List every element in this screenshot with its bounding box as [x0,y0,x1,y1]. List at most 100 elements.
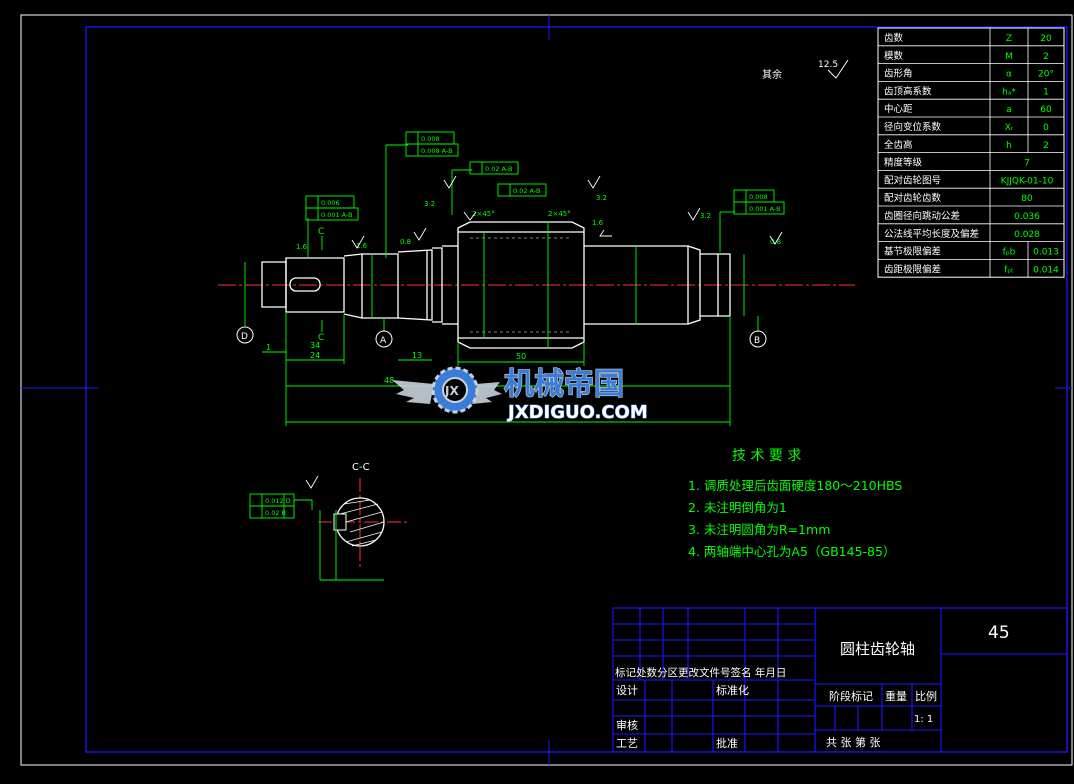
param-name: 齿数 [884,32,904,44]
param-name: 齿形角 [884,68,913,80]
param-name: 径向变位系数 [884,121,942,133]
tol-f4-a: 0.006 [321,199,340,207]
tb-scale: 1: 1 [914,714,933,725]
surface-roughness-note: 其余 12.5 [762,59,849,81]
dim-gear-width: 50 [516,352,526,361]
param-name: 齿圈径向跳动公差 [884,210,960,222]
datum-markers [236,326,767,348]
param-symbol: Xᵣ [1005,123,1014,133]
site-watermark-logo: JX 机械帝国 JXDIGUO.COM [392,366,648,424]
logo-wing-left [392,380,434,404]
sect-tol-1: 0.012 D [265,497,291,505]
param-value: 0.028 [1014,230,1040,240]
roughness-symbol [827,59,849,79]
tol-f1-a: 0.008 [421,135,440,143]
param-symbol: hₐ* [1002,87,1016,97]
param-symbol: Z [1006,34,1012,44]
param-symbol: h [1006,141,1012,151]
tol-f1-b: 0.008 A-B [421,147,453,155]
roughness-marks: 1.6 0.8 1.6 3.2 3.2 1.6 3.2 0.8 [296,194,781,251]
tol-f2: 0.02 A-B [485,165,512,173]
sheet-border [20,14,1073,766]
param-symbol: α [1006,70,1012,80]
tb-process: 工艺 [616,737,638,750]
sect-tol-2: 0.02 B [265,509,286,517]
param-name: 配对齿轮齿数 [884,192,942,204]
tech-req-item-1: 1. 调质处理后齿面硬度180～210HBS [688,478,902,493]
param-name: 精度等级 [884,157,923,169]
tol-f5-b: 0.001 A-B [749,205,781,213]
param-name: 公法线平均长度及偏差 [884,228,979,240]
section-C-bottom: C [318,333,324,343]
param-value: 0.036 [1014,212,1040,222]
param-value: 2 [1043,52,1049,62]
tech-req-title: 技 术 要 求 [732,448,801,464]
param-value: 80 [1021,194,1033,204]
gear-teeth-hatch [470,237,572,333]
rough-3: 1.6 [592,219,604,227]
param-value: 20 [1040,34,1052,44]
technical-requirements: 技 术 要 求 1. 调质处理后齿面硬度180～210HBS 2. 未注明倒角为… [688,448,902,559]
tol-f5-a: 0.008 [749,193,768,201]
tb-stage-mark: 阶段标记 [829,689,873,703]
tol-f4-b: 0.001 A-B [321,211,353,219]
rough-4: 3.2 [424,200,435,208]
dim-13: 13 [412,351,422,360]
tb-sheets: 共 张 第 张 [826,735,881,749]
revision-header: 标记处数分区更改文件号签名 年月日 [615,666,786,679]
rough-6: 1.6 [356,242,368,250]
part-name: 圆柱齿轮轴 [840,640,915,658]
datum-D-label: D [241,332,248,342]
rough-1: 1.6 [296,243,308,251]
shaft-main-view: D A B C C 48 50 13 34 24 1 2×45° 2×45° 1… [218,131,855,426]
dim-1: 1 [266,343,271,352]
param-name: 中心距 [884,103,913,115]
tb-weight: 重量 [885,689,907,703]
dim-overall: 48 [384,376,394,385]
chamfer-left: 2×45° [472,210,495,218]
keyway-section [333,513,347,531]
param-name: 齿顶高系数 [884,85,932,97]
datum-B-label: B [754,336,760,346]
roughness-symbols [351,175,783,249]
param-value: 0 [1043,123,1049,133]
datum-A-label: A [380,336,387,346]
section-view-title: C-C [352,462,370,473]
param-value: 1 [1043,87,1049,97]
param-value: 7 [1024,159,1030,169]
param-value: 60 [1040,105,1052,115]
dim-24: 24 [310,351,320,360]
section-dims [249,493,384,581]
logo-cn-text: 机械帝国 [504,367,624,402]
section-hatch [339,499,385,547]
param-value: 2 [1043,141,1049,151]
param-value: 0.014 [1033,265,1059,275]
param-symbol: a [1006,105,1012,115]
tb-approve: 批准 [716,736,738,750]
param-name: 齿距极限偏差 [884,263,941,275]
tech-req-item-4: 4. 两轴端中心孔为A5（GB145-85） [688,544,895,559]
param-value: 20° [1038,70,1054,80]
param-name: 全齿高 [884,139,913,151]
svg-text:JX: JX [444,384,459,398]
param-name: 配对齿轮图号 [884,174,941,186]
dim-34: 34 [310,341,320,350]
tolerance-frames [305,131,785,221]
chamfer-right: 2×45° [548,210,571,218]
rough-8: 0.8 [770,238,781,246]
param-name: 模数 [884,50,904,62]
param-symbol: M [1005,52,1013,62]
logo-wing-right [472,382,502,404]
param-name: 基节极限偏差 [884,246,941,258]
title-block: 标记处数分区更改文件号签名 年月日 设计 标准化 审核 工艺 批准 圆柱齿轮轴 … [612,607,1068,753]
rough-2: 0.8 [400,238,411,246]
rough-7: 3.2 [700,212,711,220]
tb-design: 设计 [616,684,638,697]
dimension-lines [244,144,759,426]
tb-scale-label: 比例 [915,689,937,703]
roughness-other-label: 其余 [762,68,782,81]
roughness-other-value: 12.5 [818,60,838,70]
frame-center-marks [21,15,1072,765]
